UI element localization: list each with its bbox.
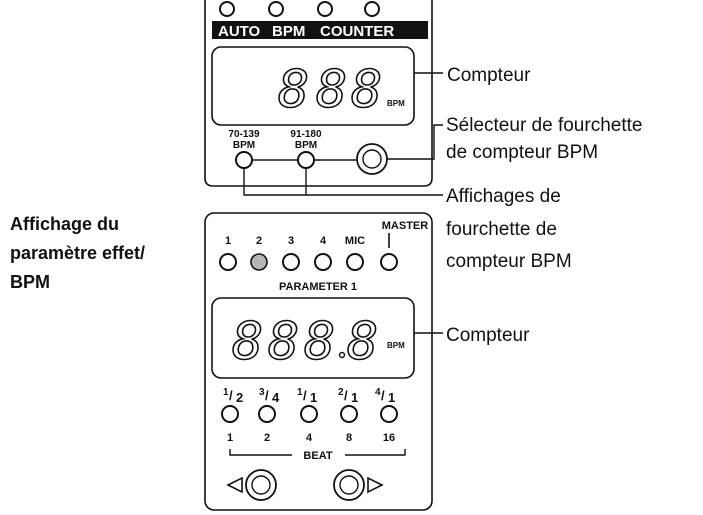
channel-label-mic: MIC xyxy=(345,235,365,247)
callout-range-display-line3: compteur BPM xyxy=(446,251,572,272)
fraction-2-den: 4 xyxy=(272,390,280,405)
beat-led-4 xyxy=(340,405,358,423)
mode-label-bar xyxy=(212,21,428,39)
fraction-slash-2: / xyxy=(265,388,269,403)
range-2-label-line1: 91-180 xyxy=(290,129,322,140)
beat-fraction-5: 4 / 1 xyxy=(375,387,395,405)
bottom-digit-3: 8 xyxy=(304,312,335,372)
beat-label: BEAT xyxy=(303,450,332,462)
fraction-slash-5: / xyxy=(381,388,385,403)
fraction-3-den: 1 xyxy=(310,390,317,405)
fraction-2-num: 3 xyxy=(259,387,265,398)
beat-led-2 xyxy=(258,405,276,423)
section-title-line1: Affichage du xyxy=(10,214,119,234)
callout-range-selector-line2: de compteur BPM xyxy=(446,142,598,163)
range-1-label-line1: 70-139 xyxy=(228,129,260,140)
callout-lines xyxy=(243,72,443,334)
fraction-slash-3: / xyxy=(303,388,307,403)
range-2-led xyxy=(297,151,315,169)
mode-label-counter: COUNTER xyxy=(320,23,394,40)
beat-value-3: 4 xyxy=(306,432,313,444)
top-panel-frame xyxy=(204,0,433,187)
beat-fraction-1: 1 / 2 xyxy=(223,387,243,405)
mode-label-bpm: BPM xyxy=(272,23,305,40)
counter-led-1 xyxy=(317,1,333,17)
fraction-5-den: 1 xyxy=(388,390,395,405)
beat-led-1 xyxy=(221,405,239,423)
beat-value-2: 2 xyxy=(264,432,270,444)
beat-right-button-inner xyxy=(339,475,359,495)
range-selector-button-inner xyxy=(362,149,382,169)
beat-led-3 xyxy=(300,405,318,423)
channel-led-3 xyxy=(282,253,300,271)
callout-range-display-line2: fourchette de xyxy=(446,219,557,240)
channel-label-master: MASTER xyxy=(382,220,429,232)
parameter-label: PARAMETER 1 xyxy=(279,281,357,293)
beat-led-5 xyxy=(380,405,398,423)
fraction-5-num: 4 xyxy=(375,387,381,398)
beat-value-5: 16 xyxy=(383,432,395,444)
beat-value-1: 1 xyxy=(227,432,233,444)
range-2-label-line2: BPM xyxy=(295,140,317,151)
channel-led-2-selected xyxy=(250,253,268,271)
section-title-line3: BPM xyxy=(10,272,50,292)
fraction-slash-4: / xyxy=(344,388,348,403)
callout-range-selector-line1: Sélecteur de fourchette xyxy=(446,115,642,136)
fraction-slash-1: / xyxy=(229,388,233,403)
beat-left-button-inner xyxy=(251,475,271,495)
bottom-digit-2: 8 xyxy=(268,312,299,372)
bottom-panel: 1 2 3 4 MIC MASTER PARAMETER 1 8 8 8 8 B… xyxy=(204,212,433,511)
channel-led-mic xyxy=(346,253,364,271)
fraction-3-num: 1 xyxy=(297,387,303,398)
leader-range-selector xyxy=(387,124,443,160)
top-counter-display xyxy=(211,46,415,126)
beat-value-4: 8 xyxy=(346,432,352,444)
top-digit-1: 8 xyxy=(278,60,309,120)
top-display-unit: BPM xyxy=(387,99,405,108)
range-1-led xyxy=(235,151,253,169)
channel-led-4 xyxy=(314,253,332,271)
top-digit-2: 8 xyxy=(316,60,347,120)
channel-label-2: 2 xyxy=(256,235,262,247)
channel-led-1 xyxy=(219,253,237,271)
counter-led-2 xyxy=(364,1,380,17)
bpm-led xyxy=(268,1,284,17)
mode-label-auto: AUTO xyxy=(218,23,261,40)
decimal-point xyxy=(338,351,346,359)
fraction-4-num: 2 xyxy=(338,387,344,398)
beat-left-arrow-icon xyxy=(226,476,243,494)
beat-fraction-4: 2 / 1 xyxy=(338,387,358,405)
callout-range-display-line1: Affichages de xyxy=(446,186,561,207)
beat-right-arrow-icon xyxy=(367,476,384,494)
leader-range-display-1 xyxy=(243,168,443,196)
bottom-digit-4: 8 xyxy=(347,312,378,372)
top-panel: AUTO BPM COUNTER 8 8 8 BPM 70-139 BPM 91… xyxy=(204,0,433,187)
bottom-display-unit: BPM xyxy=(387,341,405,350)
beat-fraction-3: 1 / 1 xyxy=(297,387,317,405)
range-1-label-line2: BPM xyxy=(233,140,255,151)
fraction-4-den: 1 xyxy=(351,390,358,405)
fraction-1-num: 1 xyxy=(223,387,229,398)
channel-label-3: 3 xyxy=(288,235,294,247)
channel-led-master xyxy=(380,253,398,271)
top-digit-3: 8 xyxy=(351,60,382,120)
bottom-digit-1: 8 xyxy=(232,312,263,372)
callout-counter-top: Compteur xyxy=(447,65,531,86)
beat-fraction-2: 3 / 4 xyxy=(259,387,280,405)
beat-bracket xyxy=(229,449,406,456)
fraction-1-den: 2 xyxy=(236,390,243,405)
callout-counter-bottom: Compteur xyxy=(446,325,530,346)
channel-label-4: 4 xyxy=(320,235,327,247)
channel-label-1: 1 xyxy=(225,235,231,247)
bottom-counter-display xyxy=(211,297,415,379)
auto-led xyxy=(219,1,235,17)
section-title-line2: paramètre effet/ xyxy=(10,243,145,263)
